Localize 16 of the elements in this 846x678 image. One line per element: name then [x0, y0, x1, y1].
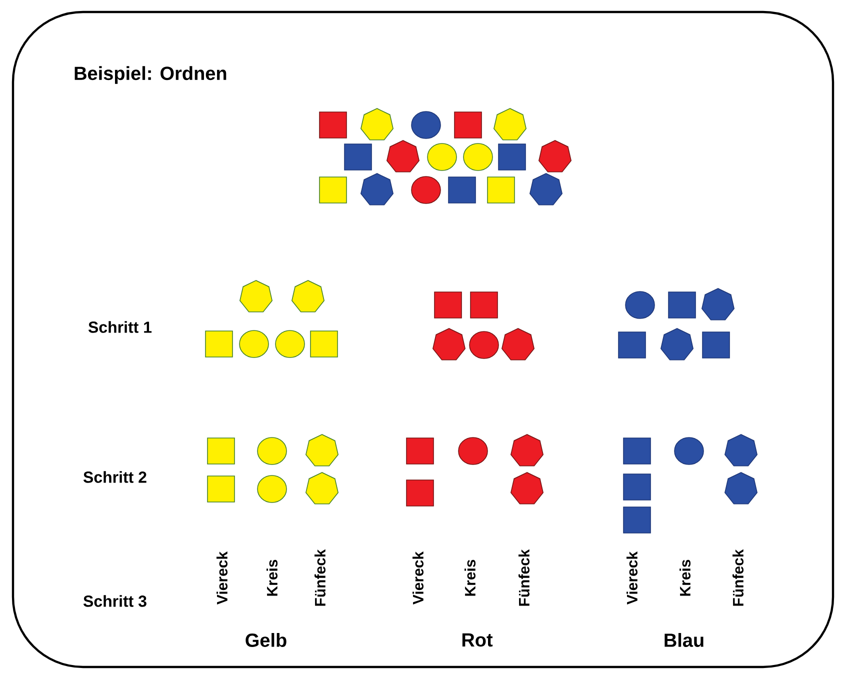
step-label: Schritt 3	[83, 595, 146, 607]
rotated-label: Kreis	[680, 560, 690, 596]
rotated-label: Viereck	[216, 551, 228, 604]
rotated-label: Kreis	[266, 560, 278, 596]
title: Beispiel: Ordnen	[74, 66, 226, 84]
rotated-label: Fünfeck	[314, 549, 326, 606]
color-label: Rot	[462, 633, 493, 647]
step-label: Schritt 2	[83, 471, 146, 483]
rotated-label: Fünfeck	[732, 549, 744, 606]
rotated-label: Viereck	[626, 551, 638, 604]
rotated-label: Kreis	[464, 560, 476, 596]
rotated-label: Fünfeck	[518, 549, 530, 606]
step-label: Schritt 1	[88, 321, 152, 333]
color-label: Blau	[664, 633, 704, 647]
color-label: Gelb	[246, 633, 286, 647]
rotated-label: Viereck	[412, 551, 424, 604]
